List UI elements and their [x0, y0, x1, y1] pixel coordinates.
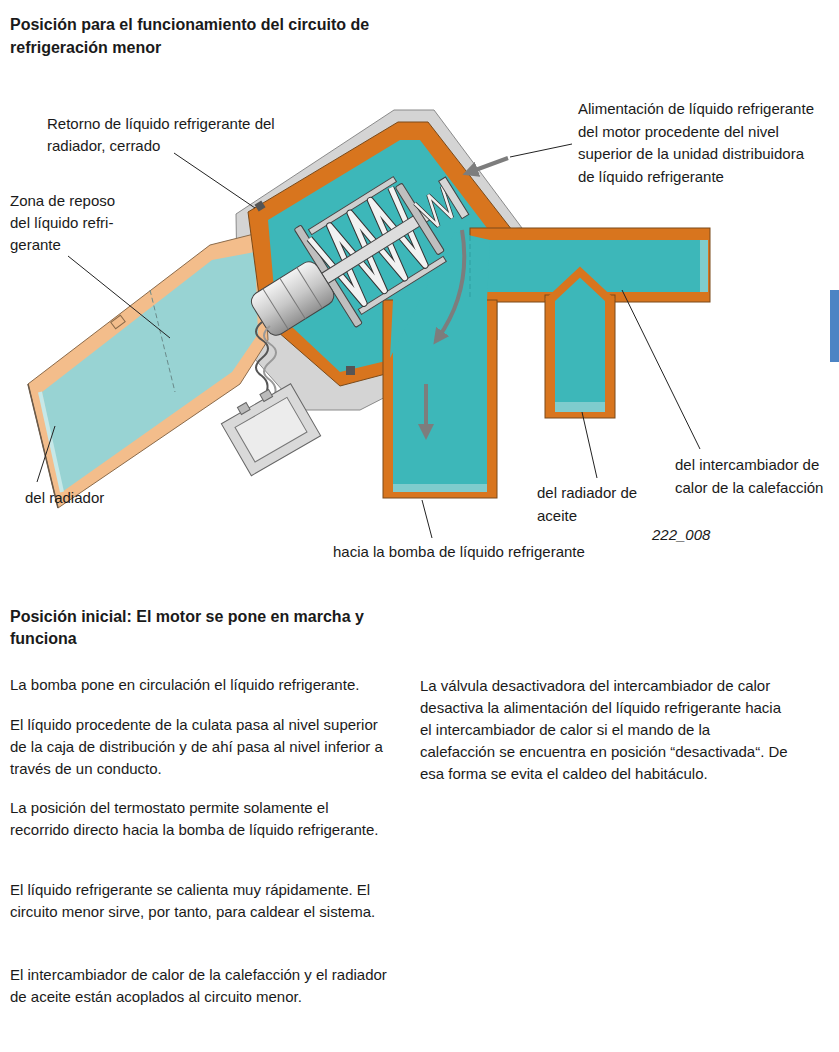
- section-heading: Posición inicial: El motor se pone en ma…: [10, 606, 390, 650]
- housing-body-part: [700, 240, 708, 292]
- housing-body-part: [548, 272, 612, 302]
- figure-number: 222_008: [652, 524, 742, 546]
- side-tab: [830, 290, 839, 362]
- radiator-inlet-pipe-part: [111, 315, 125, 329]
- thermostat-part: [280, 278, 305, 319]
- radiator-inlet-pipe-part: [150, 290, 175, 392]
- housing-body-part: [254, 200, 265, 211]
- figure-title: Posición para el funcionamiento del circ…: [10, 13, 390, 59]
- thermostat: [230, 147, 488, 368]
- housing-body-part: [346, 366, 355, 375]
- electric-connector-part: [237, 403, 250, 415]
- leader-lines-part: [174, 153, 255, 208]
- thermostat-part: [439, 177, 469, 219]
- flow-arrows-part: [424, 384, 428, 432]
- body-paragraph: La bomba pone en circulación el líquido …: [10, 674, 390, 696]
- leader-lines-part: [510, 144, 572, 157]
- side-tab-part: [830, 290, 839, 362]
- electric-connector: [218, 379, 320, 476]
- leader-lines-part: [68, 256, 170, 338]
- callout-label: del radiador: [25, 487, 145, 509]
- flow-arrows-part: [438, 230, 464, 338]
- flow-arrows-part: [470, 158, 508, 172]
- callout-label: Retorno de líquido refrigerante del radi…: [47, 113, 297, 157]
- heater-wires-part: [256, 322, 268, 398]
- leader-lines-part: [422, 500, 432, 538]
- housing-body-part: [555, 402, 605, 412]
- electric-connector-part: [221, 384, 320, 476]
- leader-lines: [37, 144, 700, 538]
- body-paragraph: El intercambiador de calor de la calefac…: [10, 964, 390, 1008]
- body-paragraph: El líquido procedente de la culata pasa …: [10, 714, 390, 780]
- heater-wires: [256, 322, 276, 402]
- radiator-inlet-pipe: [28, 232, 268, 508]
- body-paragraph: El líquido refrigerante se calienta muy …: [10, 879, 390, 923]
- radiator-inlet-pipe-part: [42, 252, 258, 492]
- housing-body-part: [470, 236, 471, 300]
- electric-connector-part: [235, 397, 307, 462]
- flow-arrows: [426, 158, 508, 432]
- thermostat-part: [297, 268, 322, 309]
- body-paragraph: La válvula desactivadora del intercambia…: [420, 675, 788, 785]
- thermostat-part: [322, 210, 430, 284]
- callout-label: del radiador de aceite: [537, 481, 652, 527]
- callout-label: del intercambiador de calor de la calefa…: [675, 453, 830, 499]
- thermostat-part: [248, 258, 338, 339]
- leader-lines-part: [582, 412, 597, 478]
- housing-body-part: [393, 484, 487, 492]
- thermostat-part: [263, 289, 288, 330]
- housing-body-part: [455, 240, 708, 292]
- callout-label: Zona de reposo del líquido refri- gerant…: [10, 190, 126, 256]
- housing-body-part: [555, 288, 605, 412]
- callout-label: Alimentación de líquido refrigerante del…: [578, 98, 820, 189]
- callout-label: hacia la bomba de líquido refrigerante: [333, 541, 633, 563]
- body-paragraph: La posición del termostato permite solam…: [10, 797, 390, 841]
- leader-lines-part: [622, 290, 700, 449]
- electric-connector-part: [260, 390, 273, 402]
- leader-lines-part: [37, 426, 55, 482]
- radiator-inlet-pipe-part: [28, 232, 268, 508]
